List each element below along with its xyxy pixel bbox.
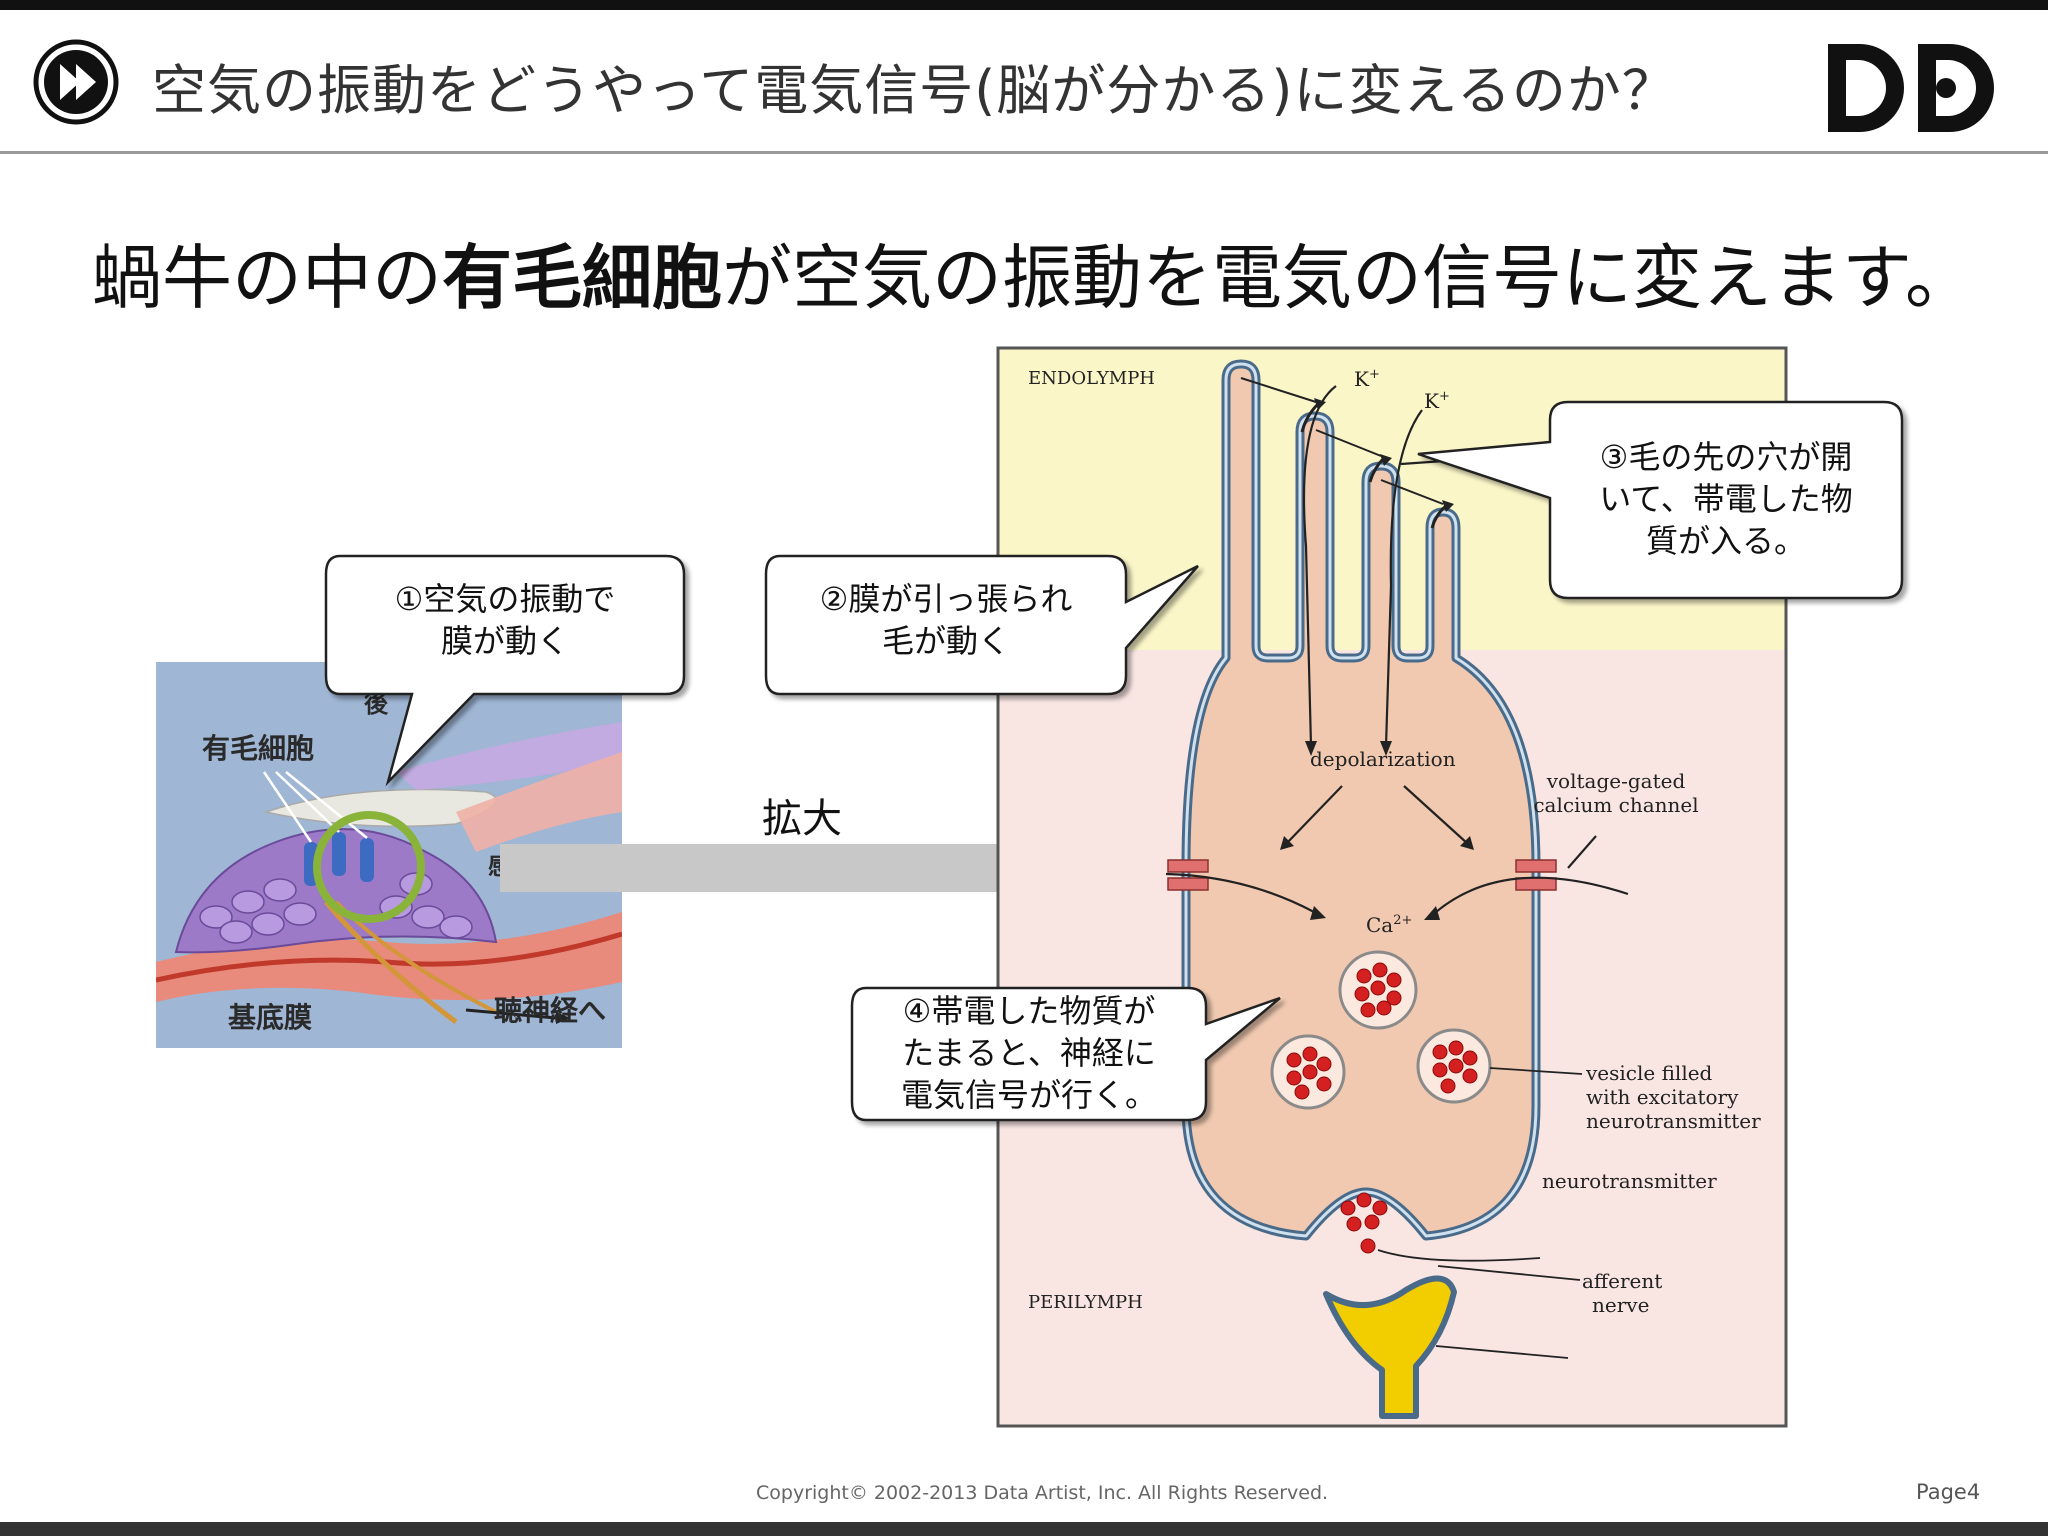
callout-2-text: ②膜が引っ張られ 毛が動く bbox=[819, 580, 1073, 660]
bottom-bar bbox=[0, 1522, 2048, 1536]
top-bar bbox=[0, 0, 2048, 10]
slide-header: 空気の振動をどうやって電気信号(脳が分かる)に変えるのか？ bbox=[0, 10, 2048, 154]
label-vesicle-1: vesicle filled bbox=[1585, 1061, 1713, 1085]
copyright-text: Copyright© 2002-2013 Data Artist, Inc. A… bbox=[756, 1482, 1329, 1504]
label-calcium: Ca2+ bbox=[1366, 913, 1412, 937]
callout-2: ②膜が引っ張られ 毛が動く bbox=[762, 552, 1210, 702]
slide-title: 空気の振動をどうやって電気信号(脳が分かる)に変えるのか？ bbox=[152, 59, 1677, 122]
label-nerve: nerve bbox=[1592, 1293, 1649, 1317]
label-k-plus-1: K+ bbox=[1354, 367, 1380, 391]
label-voltage-gated: voltage-gated bbox=[1546, 769, 1686, 793]
label-perilymph: PERILYMPH bbox=[1028, 1292, 1143, 1313]
zoom-label: 拡大 bbox=[762, 796, 842, 842]
label-basilar-membrane: 基底膜 bbox=[228, 1001, 312, 1034]
subtitle-part2: が空気の振動を電気の信号に変えます。 bbox=[722, 237, 1975, 319]
highlight-ring bbox=[313, 811, 425, 923]
label-depolarization: depolarization bbox=[1310, 747, 1456, 771]
play-arrow-circle-icon bbox=[33, 39, 119, 125]
page-number: Page4 bbox=[1916, 1480, 1981, 1504]
label-vesicle-2: with excitatory bbox=[1586, 1085, 1739, 1109]
label-calcium-channel: calcium channel bbox=[1533, 793, 1698, 817]
callout-4: ④帯電した物質が たまると、神経に 電気信号が行く。 bbox=[848, 984, 1284, 1130]
label-vesicle-3: neurotransmitter bbox=[1586, 1109, 1761, 1133]
label-afferent: afferent bbox=[1582, 1269, 1662, 1293]
callout-3: ③毛の先の穴が開 いて、帯電した物 質が入る。 bbox=[1414, 398, 1908, 608]
callout-1-text: ①空気の振動で 膜が動く bbox=[394, 580, 616, 660]
label-neurotransmitter: neurotransmitter bbox=[1542, 1169, 1717, 1193]
label-hair-cell: 有毛細胞 bbox=[202, 732, 314, 765]
dd-logo bbox=[1828, 44, 1994, 132]
subtitle-bold: 有毛細胞 bbox=[442, 237, 722, 319]
callout-1: ①空気の振動で 膜が動く bbox=[322, 552, 688, 788]
subtitle-part1: 蝸牛の中の bbox=[92, 237, 442, 319]
callout-3-text: ③毛の先の穴が開 いて、帯電した物 質が入る。 bbox=[1599, 438, 1853, 560]
label-k-plus-2: K+ bbox=[1424, 389, 1450, 413]
callout-4-text: ④帯電した物質が たまると、神経に 電気信号が行く。 bbox=[900, 992, 1157, 1114]
label-auditory-nerve: 聴神経へ bbox=[494, 994, 606, 1027]
label-endolymph: ENDOLYMPH bbox=[1028, 368, 1155, 389]
slide-subtitle: 蝸牛の中の有毛細胞が空気の振動を電気の信号に変えます。 bbox=[92, 222, 1975, 323]
